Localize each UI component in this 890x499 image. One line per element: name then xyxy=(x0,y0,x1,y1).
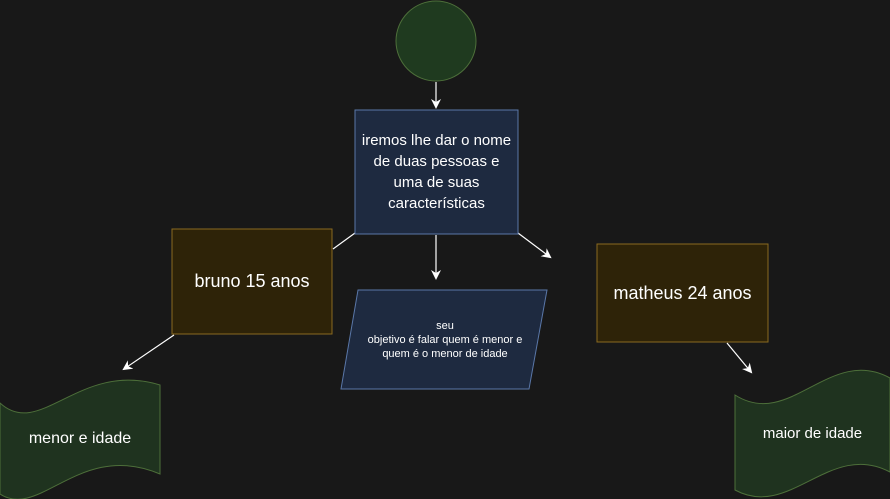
result-adult-label: maior de idade xyxy=(762,424,863,442)
start-node[interactable] xyxy=(395,0,477,82)
person-a-label: bruno 15 anos xyxy=(194,271,310,291)
person-b-node[interactable] xyxy=(596,243,769,343)
objective-label: seu objetivo é falar quem é menor e quem… xyxy=(367,320,523,360)
result-minor-label: menor e idade xyxy=(28,430,132,447)
person-a-node[interactable] xyxy=(171,228,333,335)
result-minor-node[interactable] xyxy=(0,379,161,499)
edge-intro-to-person-a xyxy=(332,232,356,250)
intro-label: iremos lhe dar o nome de duas pessoas e … xyxy=(361,132,512,212)
edge-person-a-to-result-minor xyxy=(122,334,175,371)
edge-intro-to-person-b xyxy=(517,232,552,259)
objective-node[interactable] xyxy=(340,289,548,390)
edge-person-b-to-result-adult xyxy=(726,342,753,374)
intro-node[interactable] xyxy=(354,109,519,235)
person-b-label: matheus 24 anos xyxy=(613,282,752,303)
result-adult-node[interactable] xyxy=(734,369,890,498)
